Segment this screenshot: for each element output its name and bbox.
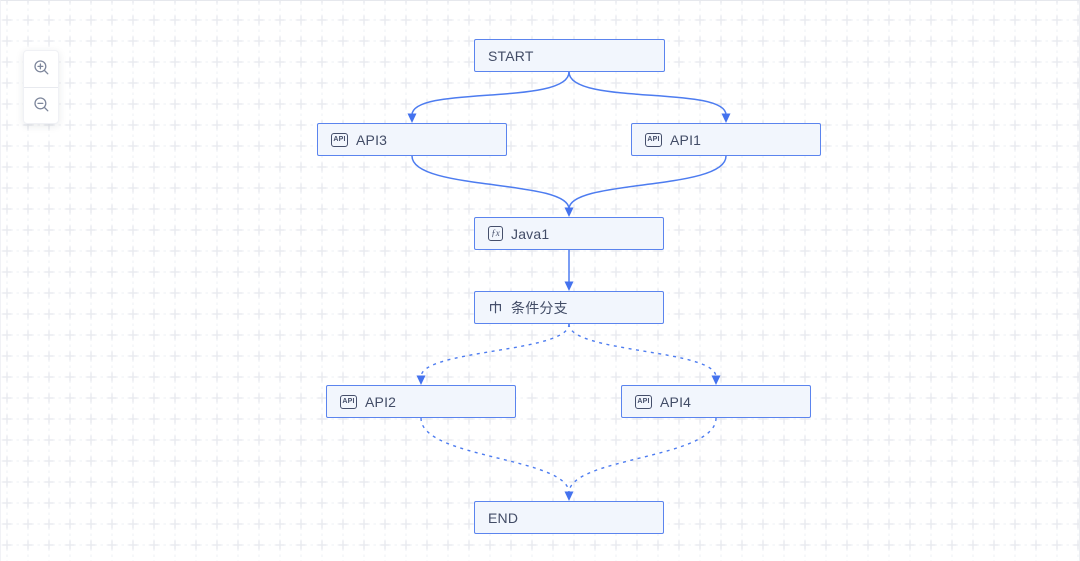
node-label: END (488, 509, 519, 526)
edge-api1-java1[interactable] (568, 155, 727, 210)
edge-start-api1[interactable] (568, 71, 727, 116)
edge-api4-end[interactable] (568, 417, 717, 494)
node-api3[interactable]: API API3 (317, 123, 507, 156)
api-icon: API (635, 394, 652, 409)
zoom-out-button[interactable] (24, 87, 58, 123)
zoom-out-icon (33, 96, 50, 116)
zoom-in-button[interactable] (24, 51, 58, 87)
zoom-in-icon (33, 59, 50, 79)
node-java1[interactable]: ƒx Java1 (474, 217, 664, 250)
node-label: API3 (356, 131, 388, 148)
function-icon: ƒx (488, 226, 503, 241)
edge-arrowheads (407, 113, 731, 501)
node-api1[interactable]: API API1 (631, 123, 821, 156)
node-api2[interactable]: API API2 (326, 385, 516, 418)
node-label: START (488, 47, 534, 64)
node-branch[interactable]: 条件分支 (474, 291, 664, 324)
node-label: API2 (365, 393, 397, 410)
api-icon: API (331, 132, 348, 147)
api-icon: API (340, 394, 357, 409)
zoom-panel (23, 50, 59, 124)
edge-branch-api4[interactable] (568, 323, 717, 378)
node-label: Java1 (511, 225, 550, 242)
edge-api2-end[interactable] (420, 417, 570, 494)
node-end[interactable]: END (474, 501, 664, 534)
edge-start-api3[interactable] (411, 71, 570, 116)
edge-api3-java1[interactable] (411, 155, 570, 210)
edge-branch-api2[interactable] (420, 323, 570, 378)
node-label: API4 (660, 393, 692, 410)
api-icon: API (645, 132, 662, 147)
branch-icon (488, 300, 503, 315)
node-start[interactable]: START (474, 39, 665, 72)
node-api4[interactable]: API API4 (621, 385, 811, 418)
node-label: API1 (670, 131, 702, 148)
node-label: 条件分支 (511, 299, 568, 316)
